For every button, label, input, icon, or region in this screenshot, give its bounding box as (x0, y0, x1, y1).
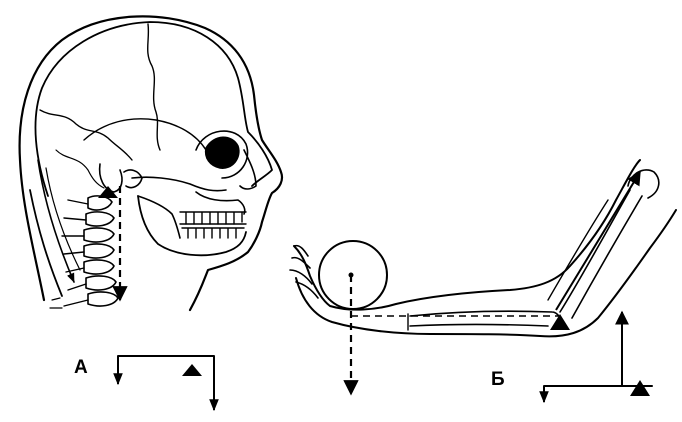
ball (318, 240, 388, 310)
condyle (123, 169, 143, 189)
ulna (409, 310, 561, 321)
ear-region (98, 163, 123, 193)
fulcrum-triangle-icon (98, 186, 118, 198)
lower-teeth (181, 227, 245, 239)
muscle-force-arrow (555, 170, 641, 311)
panel-b-label: Б (491, 369, 505, 390)
upper-teeth (179, 211, 247, 225)
fingers (289, 244, 319, 299)
humerus (559, 189, 643, 319)
zygomatic-arch (131, 176, 227, 192)
skull-suture-lambdoid (39, 109, 133, 161)
biceps-line (547, 199, 609, 301)
fulcrum-triangle-icon (550, 314, 570, 330)
lever-scheme-a (113, 355, 219, 412)
mandible-ramus (137, 195, 181, 239)
lever-scheme-b (539, 310, 653, 404)
maxilla (195, 191, 246, 215)
fulcrum-triangle-icon (182, 364, 202, 376)
skull-suture-coronal (147, 23, 161, 151)
forearm-lower (295, 209, 677, 338)
head-illustration (18, 15, 284, 312)
orbit-rim (195, 130, 249, 179)
orbit (204, 136, 240, 169)
arm-illustration (289, 159, 677, 396)
fulcrum-triangle-icon (630, 380, 650, 396)
skull-outline (34, 21, 273, 197)
forearm-outline (293, 159, 641, 311)
skull-suture-temporal (55, 149, 105, 189)
radius (409, 323, 549, 327)
head-outline (18, 15, 284, 312)
neck-back (29, 189, 63, 297)
panel-a-label: А (74, 357, 88, 378)
neck-muscle-line (37, 159, 75, 283)
skull-suture-squamous (83, 118, 207, 151)
nasal-bone (239, 149, 257, 190)
mandible (137, 195, 247, 257)
